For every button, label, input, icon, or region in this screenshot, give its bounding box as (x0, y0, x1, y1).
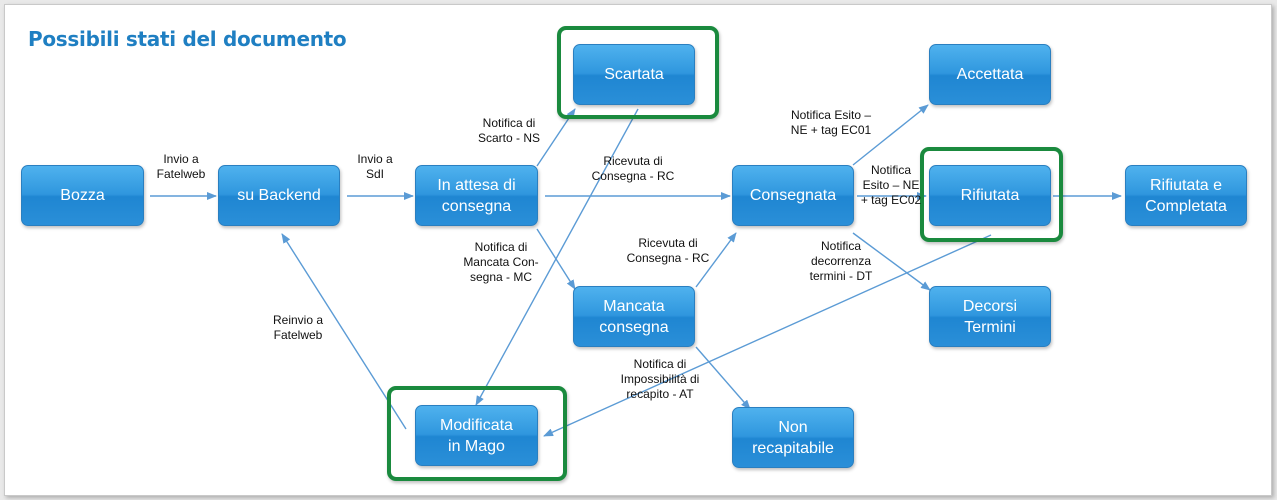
highlight-modificata (387, 386, 567, 481)
label-reinvio-fatelweb: Reinvio a Fatelweb (272, 313, 324, 342)
label-notifica-mancata: Notifica di Mancata Con- segna - MC (463, 240, 539, 284)
label-ricevuta-consegna-1: Ricevuta di Consegna - RC (591, 154, 675, 183)
node-bozza: Bozza (21, 165, 144, 226)
edge-rifiutata-modificata (543, 234, 992, 437)
node-consegnata: Consegnata (732, 165, 854, 226)
highlight-scartata (557, 26, 719, 119)
node-scartata: Scartata (573, 44, 695, 105)
node-mancata-consegna: Mancata consegna (573, 286, 695, 347)
label-notifica-decorrenza: Notifica decorrenza termini - DT (809, 239, 873, 283)
label-notifica-esito-ec01: Notifica Esito – NE + tag EC01 (790, 108, 872, 137)
label-notifica-esito-ec02: Notifica Esito – NE + tag EC02 (860, 163, 922, 207)
node-rifiutata: Rifiutata (929, 165, 1051, 226)
node-rifiutata-e-completata: Rifiutata e Completata (1125, 165, 1247, 226)
edge-mancata-nonrecapitabile (695, 346, 751, 410)
edge-consegnata-decorsi (852, 232, 931, 291)
node-non-recapitabile: Non recapitabile (732, 407, 854, 468)
node-accettata: Accettata (929, 44, 1051, 105)
edge-scartata-modificata (475, 108, 639, 406)
label-notifica-scarto: Notifica di Scarto - NS (477, 116, 540, 145)
label-invio-fatelweb: Invio a Fatelweb (156, 152, 206, 181)
label-ricevuta-consegna-2: Ricevuta di Consegna - RC (626, 236, 710, 265)
highlight-rifiutata (920, 147, 1063, 242)
node-in-attesa-di-consegna: In attesa di consegna (415, 165, 538, 226)
label-notifica-impossibilita: Notifica di Impossibilità di recapito - … (620, 357, 700, 401)
node-modificata-in-mago: Modificata in Mago (415, 405, 538, 466)
edge-consegnata-accettata (852, 104, 929, 166)
node-decorsi-termini: Decorsi Termini (929, 286, 1051, 347)
node-su-backend: su Backend (218, 165, 340, 226)
diagram-title: Possibili stati del documento (28, 27, 347, 51)
edge-modificata-backend (281, 233, 407, 430)
edge-mancata-consegnata (695, 232, 737, 288)
label-invio-sdi: Invio a SdI (357, 152, 393, 181)
